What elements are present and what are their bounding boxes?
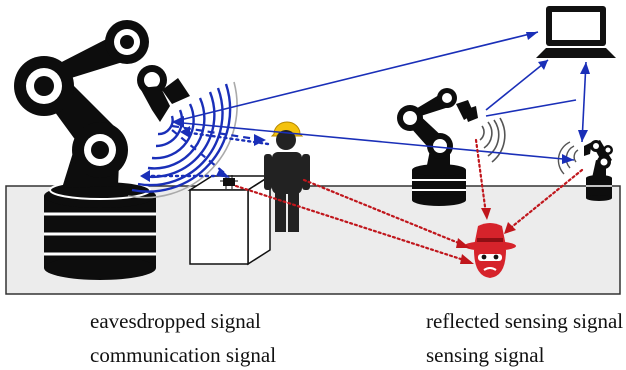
legend-eavesdropped: eavesdropped signal [10, 308, 261, 334]
eavesdropper-icon [464, 223, 516, 278]
large-robot-arm-icon [14, 20, 190, 280]
legend-eavesdropped-label: eavesdropped signal [90, 308, 261, 333]
legend-reflected-label: reflected sensing signal [426, 308, 624, 333]
communication-links [171, 31, 587, 161]
legend-communication: communication signal [10, 342, 276, 368]
laptop-icon [536, 6, 616, 58]
eavesdropped-arrowheads [456, 208, 516, 264]
legend-sensing: sensing signal [346, 342, 544, 368]
small-robot-sensing-waves [557, 141, 579, 175]
small-robot-arm-icon [584, 140, 613, 201]
middle-robot-sensing-waves [479, 117, 506, 163]
box-icon [187, 174, 273, 266]
legend-sensing-label: sensing signal [426, 342, 545, 367]
reflected-sensing-signals [146, 130, 270, 178]
eavesdropped-signals [234, 138, 584, 264]
communication-arrowheads [172, 32, 590, 164]
legend-communication-label: communication signal [90, 342, 277, 367]
reflected-arrowheads [140, 126, 190, 182]
legend-reflected: reflected sensing signal [346, 308, 623, 334]
